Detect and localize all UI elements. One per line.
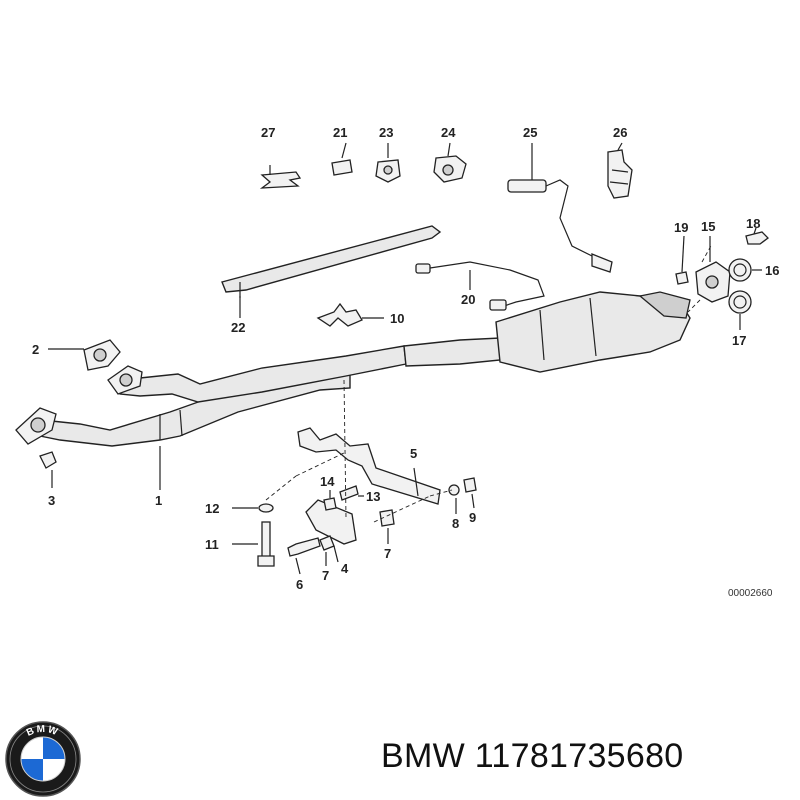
- label-9: 9: [469, 510, 476, 525]
- part-5-hanger-bracket: [297, 427, 441, 505]
- label-13: 13: [366, 489, 380, 504]
- label-7a: 7: [322, 568, 329, 583]
- part-1-front-pipe: [39, 345, 407, 447]
- label-14: 14: [320, 474, 335, 489]
- label-22: 22: [231, 320, 245, 335]
- part-10-bracket: [316, 302, 363, 327]
- label-1: 1: [155, 493, 162, 508]
- part-25-oxygen-sensor: [507, 179, 613, 273]
- label-16: 16: [765, 263, 779, 278]
- label-20: 20: [461, 292, 475, 307]
- part-4-clamp: [305, 499, 357, 545]
- label-7b: 7: [384, 546, 391, 561]
- leader-lines: [48, 142, 762, 575]
- part-14-nut: [323, 497, 337, 511]
- part-8-washer: [448, 484, 460, 496]
- logo-quadrants: [20, 736, 66, 782]
- part-15-flange: [695, 261, 731, 303]
- part-9-nut: [463, 477, 477, 493]
- part-16-gasket: [728, 258, 752, 282]
- part-26-sensor-holder: [607, 149, 633, 199]
- bmw-logo: BMW: [5, 721, 81, 797]
- label-19: 19: [674, 220, 688, 235]
- reference-code: 00002660: [728, 588, 773, 599]
- flange-lower: [15, 407, 57, 445]
- part-12-washer: [258, 503, 274, 513]
- label-17: 17: [732, 333, 746, 348]
- label-18: 18: [746, 216, 760, 231]
- label-11: 11: [205, 537, 219, 552]
- part-18-bolt: [745, 231, 769, 245]
- label-15: 15: [701, 219, 715, 234]
- label-12: 12: [205, 501, 219, 516]
- part-13-bolt: [339, 485, 359, 501]
- label-5: 5: [410, 446, 417, 461]
- part-19-nut: [675, 271, 689, 285]
- label-8: 8: [452, 516, 459, 531]
- part-2-gasket: [83, 339, 121, 371]
- label-6: 6: [296, 577, 303, 592]
- part-number-caption: BMW 11781735680: [381, 737, 684, 775]
- part-24-grommet: [433, 155, 467, 183]
- label-2: 2: [32, 342, 39, 357]
- label-26: 26: [613, 125, 627, 140]
- label-10: 10: [390, 311, 404, 326]
- rear-pipe-and-silencer: [403, 291, 691, 373]
- part-6-bolt: [287, 537, 321, 557]
- label-21: 21: [333, 125, 347, 140]
- part-17-gasket: [728, 290, 752, 314]
- label-23: 23: [379, 125, 393, 140]
- part-27-clip: [259, 165, 302, 189]
- label-4: 4: [341, 561, 349, 576]
- part-7-nut-b: [379, 509, 395, 527]
- svg-text:BMW: BMW: [25, 724, 61, 739]
- flange-upper: [107, 365, 143, 395]
- assembly-dashed-lines: [265, 243, 713, 523]
- part-20-sensor-lead: [415, 261, 545, 311]
- logo-letters: BMW: [25, 724, 59, 739]
- part-21-nut: [331, 159, 353, 176]
- part-11-bolt: [257, 521, 275, 567]
- label-24: 24: [441, 125, 456, 140]
- part-23-nut: [375, 159, 401, 183]
- part-labels: 1 2 3 4 5 6 7 7 8 9 10 11 12 13 14 15 16…: [32, 125, 779, 599]
- part-3-nut: [39, 451, 57, 469]
- label-25: 25: [523, 125, 537, 140]
- label-27: 27: [261, 125, 275, 140]
- part-22-strap: [221, 225, 442, 298]
- label-3: 3: [48, 493, 55, 508]
